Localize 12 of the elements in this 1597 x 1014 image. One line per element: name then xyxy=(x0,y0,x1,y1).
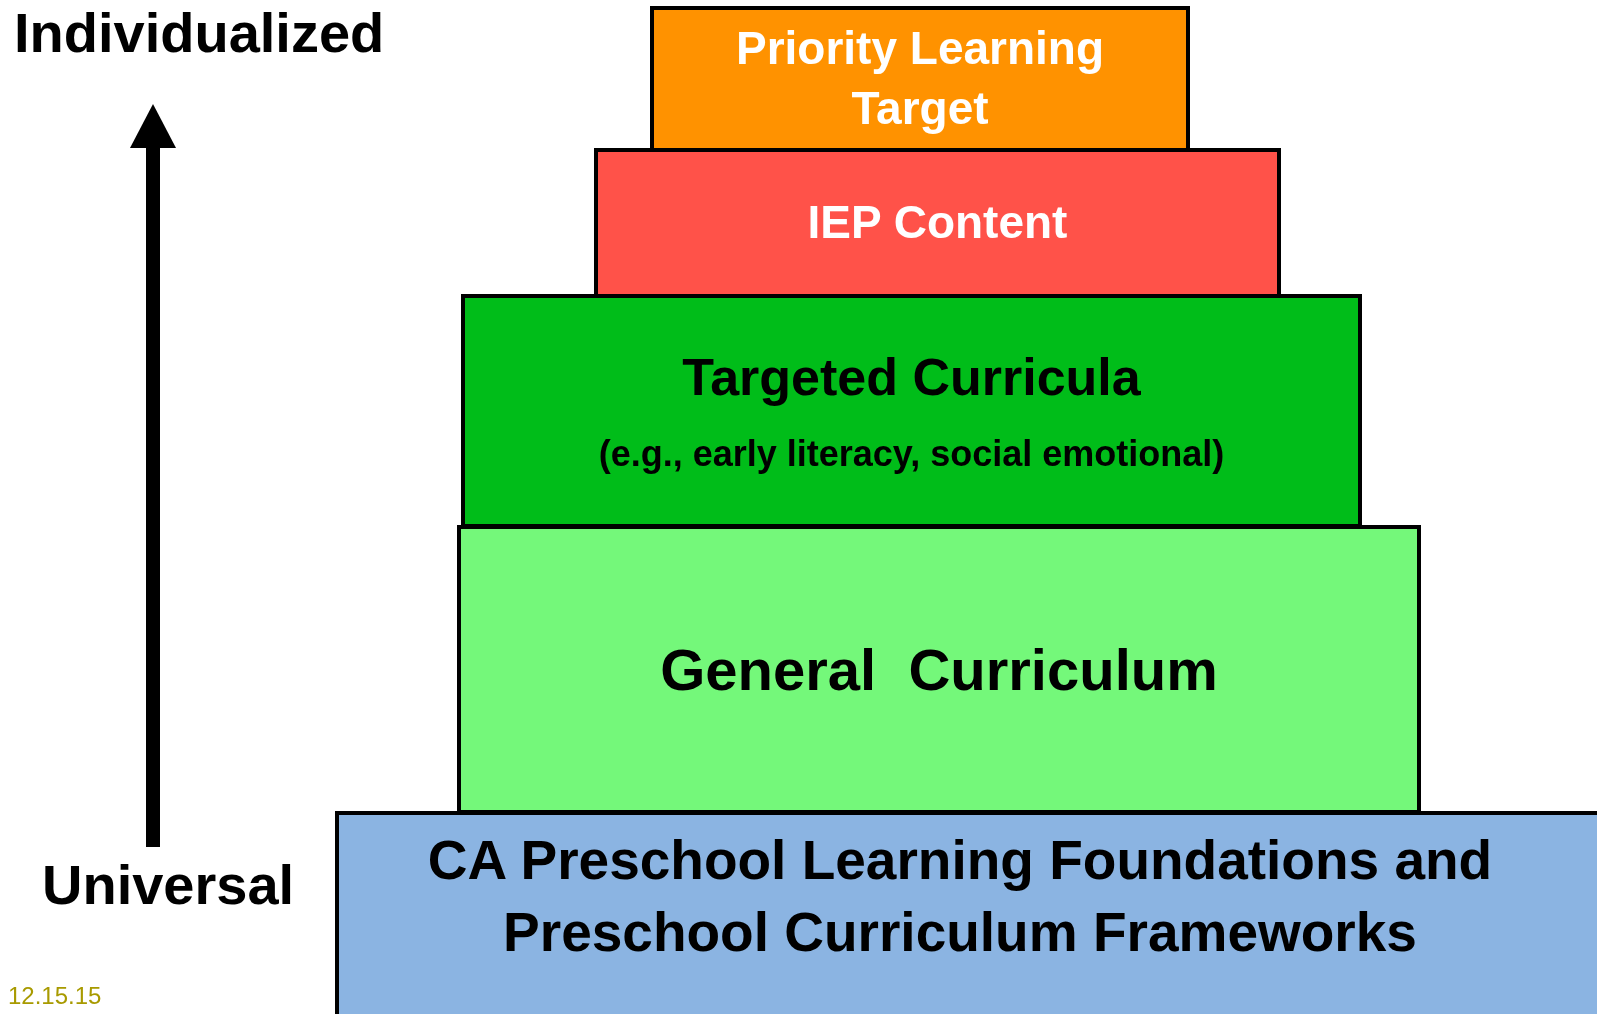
tier-title: CA Preschool Learning Foundations and Preschool Curriculum Frameworks xyxy=(426,828,1494,965)
tier-title: Targeted Curricula xyxy=(682,346,1141,408)
tier-title: IEP Content xyxy=(807,195,1068,251)
pyramid-tier xyxy=(335,811,1597,1014)
date-label: 12.15.15 xyxy=(8,982,102,1010)
axis-label: Individualized xyxy=(14,0,385,65)
pyramid-tier xyxy=(457,525,1421,814)
tier-subtitle: (e.g., early literacy, social emotional) xyxy=(598,432,1225,477)
pyramid-tier xyxy=(461,294,1362,528)
tier-title: General Curriculum xyxy=(660,635,1218,704)
axis-label: Universal xyxy=(42,852,295,917)
tier-title: Priority Learning Target xyxy=(734,21,1106,136)
